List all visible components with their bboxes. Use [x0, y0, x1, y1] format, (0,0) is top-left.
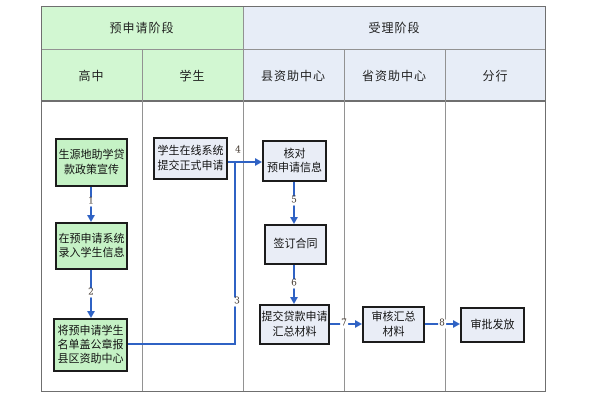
- grid-vline-4: [445, 49, 446, 392]
- edge-e6-label: 6: [290, 278, 298, 289]
- edge-e3-hline: [128, 343, 236, 345]
- edge-e2-arrowhead-icon: [87, 311, 95, 318]
- node-report-sealed-list: 将预申请学生 名单盖公章报 县区资助中心: [53, 318, 128, 372]
- edge-e3-label: 3: [233, 296, 241, 307]
- edge-e4-label: 4: [234, 145, 242, 156]
- node-text: 生源地助学贷 款政策宣传: [58, 148, 125, 176]
- grid-vline-3: [344, 49, 345, 392]
- edge-e1-arrowhead-icon: [87, 215, 95, 222]
- edge-e5-label: 5: [290, 195, 298, 206]
- node-policy-promotion: 生源地助学贷 款政策宣传: [55, 138, 128, 187]
- node-text: 核对 预申请信息: [267, 146, 322, 174]
- edge-e2-label: 2: [87, 287, 95, 298]
- node-text: 审批发放: [470, 317, 515, 331]
- lane-header-province-center: 省资助中心: [344, 49, 445, 101]
- lane-label: 省资助中心: [361, 68, 427, 83]
- edge-e7-arrowhead-icon: [355, 320, 362, 328]
- table-outer-border: [41, 6, 546, 392]
- node-submit-formal-application: 学生在线系统 提交正式申请: [153, 137, 228, 180]
- node-text: 学生在线系统 提交正式申请: [157, 144, 224, 172]
- edge-e6-arrowhead-icon: [290, 297, 298, 304]
- lane-label: 分行: [482, 68, 509, 83]
- node-text: 提交贷款申请 汇总材料: [261, 310, 328, 338]
- phase-header-acceptance: 受理阶段: [243, 6, 546, 49]
- grid-hline-lane-bottom: [41, 100, 546, 102]
- edge-e7-label: 7: [340, 318, 348, 329]
- node-review-summary-docs: 审核汇总 材料: [362, 306, 425, 343]
- lane-header-county-center: 县资助中心: [243, 49, 344, 101]
- grid-vline-1: [142, 49, 143, 392]
- lane-label: 高中: [78, 68, 105, 83]
- node-verify-preapplication-info: 核对 预申请信息: [262, 140, 327, 182]
- edge-e8-label: 8: [438, 318, 446, 329]
- edge-e3-vline: [234, 162, 236, 345]
- lane-label: 县资助中心: [260, 68, 326, 83]
- lane-header-highschool: 高中: [41, 49, 142, 101]
- lane-header-branch: 分行: [445, 49, 546, 101]
- edge-e4-line: [228, 161, 255, 163]
- node-enter-student-info: 在预申请系统 录入学生信息: [55, 222, 128, 270]
- grid-vline-2: [243, 6, 244, 392]
- phase-label: 预申请阶段: [109, 21, 175, 35]
- grid-hline-phase-bottom: [41, 49, 546, 50]
- edge-e1-label: 1: [87, 196, 95, 207]
- node-text: 在预申请系统 录入学生信息: [58, 231, 125, 259]
- node-text: 审核汇总 材料: [371, 310, 416, 338]
- edge-e5-arrowhead-icon: [290, 217, 298, 224]
- edge-e8-arrowhead-icon: [453, 320, 460, 328]
- node-sign-contract: 签订合同: [264, 224, 327, 265]
- node-submit-loan-summary-docs: 提交贷款申请 汇总材料: [259, 304, 330, 345]
- node-text: 将预申请学生 名单盖公章报 县区资助中心: [57, 323, 124, 366]
- phase-header-preapplication: 预申请阶段: [41, 6, 243, 49]
- node-approve-and-disburse: 审批发放: [460, 307, 525, 343]
- node-text: 签订合同: [273, 237, 318, 251]
- lane-label: 学生: [179, 68, 206, 83]
- edge-e4-arrowhead-icon: [255, 158, 262, 166]
- phase-label: 受理阶段: [368, 21, 421, 35]
- lane-header-student: 学生: [142, 49, 243, 101]
